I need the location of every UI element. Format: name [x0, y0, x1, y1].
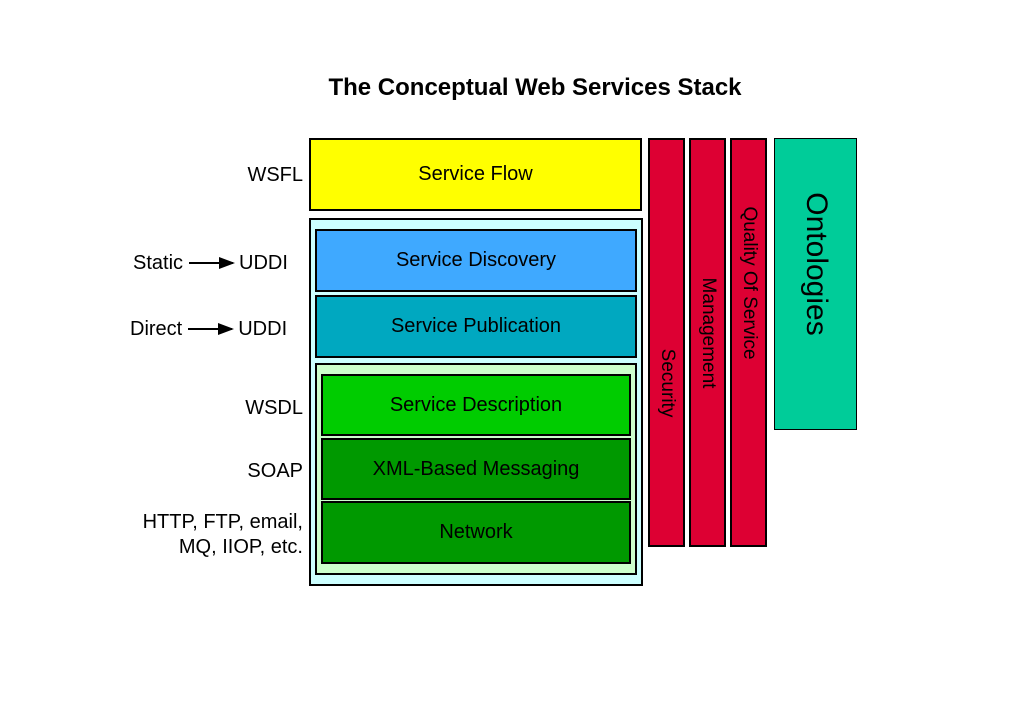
- service-publication-label: Service Publication: [390, 315, 562, 337]
- static-uddi-row: Static UDDI: [133, 251, 288, 275]
- wsfl-label: WSFL: [247, 164, 303, 186]
- quality-of-service-label: Quality Of Service: [738, 205, 760, 360]
- management-label: Management: [697, 277, 719, 388]
- uddi-static-label: UDDI: [239, 252, 288, 274]
- network-label: Network: [439, 521, 513, 543]
- wsdl-label: WSDL: [245, 397, 303, 419]
- direct-uddi-row: Direct UDDI: [130, 317, 287, 341]
- static-label: Static: [133, 252, 184, 274]
- service-discovery-layer: Service Discovery: [315, 229, 637, 292]
- arrow-right-icon: [189, 257, 236, 269]
- management-bar: Management: [689, 138, 726, 547]
- security-label: Security: [656, 348, 678, 417]
- protocols-label-line2: MQ, IIOP, etc.: [178, 536, 303, 558]
- soap-label: SOAP: [247, 460, 303, 482]
- security-bar: Security: [648, 138, 685, 547]
- service-flow-layer: Service Flow: [309, 138, 642, 211]
- ontologies-label: Ontologies: [799, 192, 833, 336]
- protocols-label-line1: HTTP, FTP, email,: [142, 511, 303, 533]
- network-layer: Network: [321, 501, 631, 564]
- service-description-label: Service Description: [389, 393, 563, 416]
- ontologies-bar: Ontologies: [774, 138, 857, 430]
- diagram-title: The Conceptual Web Services Stack: [328, 74, 742, 101]
- arrow-right-icon: [188, 323, 235, 335]
- direct-label: Direct: [130, 318, 183, 340]
- xml-messaging-label: XML-Based Messaging: [372, 457, 580, 480]
- service-publication-layer: Service Publication: [315, 295, 637, 358]
- service-description-layer: Service Description: [321, 374, 631, 436]
- service-flow-label: Service Flow: [418, 163, 533, 185]
- uddi-direct-label: UDDI: [238, 318, 288, 340]
- quality-of-service-bar: Quality Of Service: [730, 138, 767, 547]
- service-discovery-label: Service Discovery: [395, 249, 557, 271]
- xml-messaging-layer: XML-Based Messaging: [321, 438, 631, 500]
